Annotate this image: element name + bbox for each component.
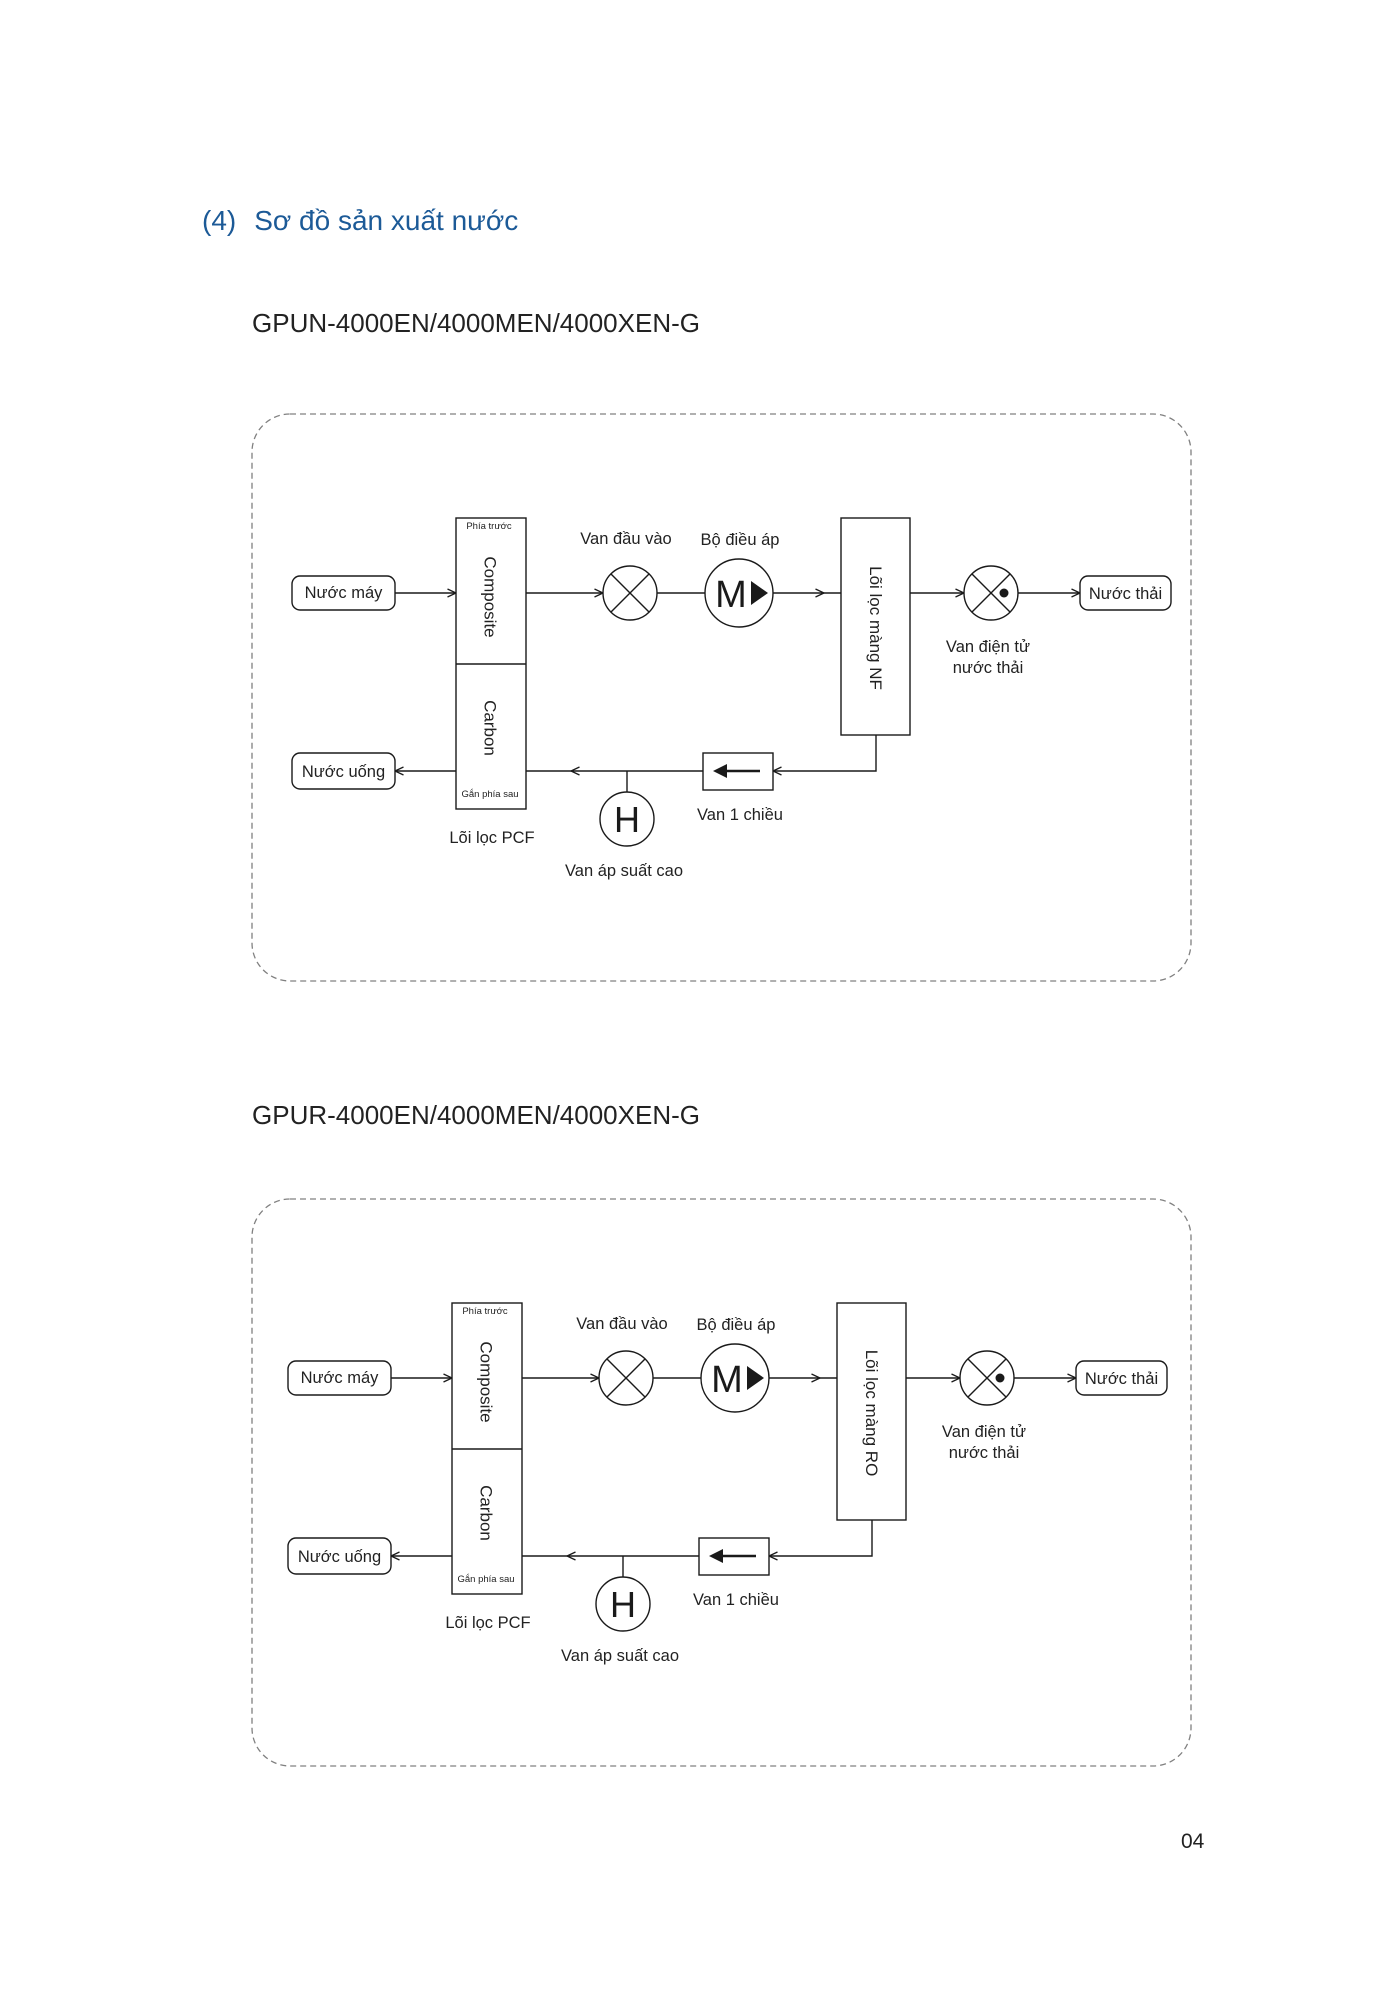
tap-water-label: Nước máy bbox=[305, 584, 384, 602]
inlet-valve-label: Van đầu vào bbox=[580, 530, 671, 548]
waste-water-box: Nước thải bbox=[1075, 1360, 1168, 1396]
flow-line-membrane-to-check-valve bbox=[769, 1520, 873, 1556]
waste-valve-label-line2: nước thải bbox=[949, 1444, 1019, 1462]
high-pressure-valve-label: Van áp suất cao bbox=[561, 1647, 679, 1665]
waste-water-label: Nước thải bbox=[1085, 1370, 1158, 1388]
pressure-regulator-icon: M bbox=[700, 1343, 770, 1413]
check-valve-icon bbox=[698, 1537, 770, 1576]
waste-valve-label-line1: Van điện tử bbox=[946, 638, 1030, 656]
membrane-label: Lõi lọc màng RO bbox=[862, 1350, 881, 1477]
pcf-back-label: Gắn phía sau bbox=[461, 789, 518, 800]
drinking-water-label: Nước uống bbox=[302, 763, 385, 781]
drinking-water-label: Nước uống bbox=[298, 1548, 381, 1566]
pcf-name-label: Lõi lọc PCF bbox=[449, 829, 534, 847]
section-number: (4) bbox=[202, 205, 237, 236]
pump-symbol-letter: M bbox=[715, 574, 747, 616]
membrane-cartridge: Lõi lọc màng RO bbox=[836, 1302, 907, 1521]
waste-water-label: Nước thải bbox=[1089, 585, 1162, 603]
pcf-front-label: Phía trước bbox=[466, 521, 512, 532]
model-title-gpun: GPUN-4000EN/4000MEN/4000XEN-G bbox=[252, 308, 700, 338]
flow-line-membrane-to-check-valve bbox=[773, 735, 877, 771]
waste-solenoid-valve-icon bbox=[963, 565, 1019, 621]
waste-valve-label-line2: nước thải bbox=[953, 659, 1023, 677]
diagram-body: Nước máy Phía trước Composite Carbon Gắn… bbox=[287, 1302, 1168, 1665]
pcf-composite-label: Composite bbox=[481, 556, 500, 637]
high-pressure-valve-icon: H bbox=[599, 791, 655, 847]
high-pressure-symbol-letter: H bbox=[614, 799, 640, 840]
check-valve-label: Van 1 chiều bbox=[693, 1591, 779, 1609]
flow-diagram-gpun: Nước máy Phía trước Composite Carbon Gắn… bbox=[251, 413, 1192, 982]
diagram-frame bbox=[251, 1198, 1192, 1767]
pcf-name-label: Lõi lọc PCF bbox=[445, 1614, 530, 1632]
inlet-valve-icon bbox=[602, 565, 658, 621]
pcf-carbon-label: Carbon bbox=[477, 1485, 496, 1541]
tap-water-box: Nước máy bbox=[287, 1360, 392, 1396]
pressure-regulator-icon: M bbox=[704, 558, 774, 628]
page-number: 04 bbox=[1181, 1830, 1205, 1853]
pcf-back-label: Gắn phía sau bbox=[457, 1574, 514, 1585]
membrane-label: Lõi lọc màng NF bbox=[866, 566, 885, 690]
pcf-front-label: Phía trước bbox=[462, 1306, 508, 1317]
check-valve-label: Van 1 chiều bbox=[697, 806, 783, 824]
pump-symbol-letter: M bbox=[711, 1359, 743, 1401]
pcf-carbon-label: Carbon bbox=[481, 700, 500, 756]
pcf-composite-label: Composite bbox=[477, 1341, 496, 1422]
section-heading: (4) Sơ đồ sản xuất nước bbox=[202, 204, 518, 238]
high-pressure-symbol-letter: H bbox=[610, 1584, 636, 1625]
tap-water-label: Nước máy bbox=[301, 1369, 380, 1387]
pcf-filter-cartridge: Phía trước Composite Carbon Gắn phía sau bbox=[451, 1302, 523, 1595]
waste-water-box: Nước thải bbox=[1079, 575, 1172, 611]
pressure-regulator-label: Bộ điều áp bbox=[701, 531, 780, 549]
section-title: Sơ đồ sản xuất nước bbox=[254, 205, 519, 236]
diagram-frame bbox=[251, 413, 1192, 982]
high-pressure-valve-icon: H bbox=[595, 1576, 651, 1632]
flow-diagram-gpur: Nước máy Phía trước Composite Carbon Gắn… bbox=[251, 1198, 1192, 1767]
model-title-gpur: GPUR-4000EN/4000MEN/4000XEN-G bbox=[252, 1100, 700, 1130]
waste-valve-label-line1: Van điện tử bbox=[942, 1423, 1026, 1441]
check-valve-icon bbox=[702, 752, 774, 791]
drinking-water-box: Nước uống bbox=[287, 1537, 392, 1575]
high-pressure-valve-label: Van áp suất cao bbox=[565, 862, 683, 880]
waste-solenoid-valve-icon bbox=[959, 1350, 1015, 1406]
pump-triangle-icon bbox=[751, 581, 768, 605]
pcf-filter-cartridge: Phía trước Composite Carbon Gắn phía sau bbox=[455, 517, 527, 810]
pressure-regulator-label: Bộ điều áp bbox=[697, 1316, 776, 1334]
inlet-valve-icon bbox=[598, 1350, 654, 1406]
drinking-water-box: Nước uống bbox=[291, 752, 396, 790]
inlet-valve-label: Van đầu vào bbox=[576, 1315, 667, 1333]
pump-triangle-icon bbox=[747, 1366, 764, 1390]
diagram-body: Nước máy Phía trước Composite Carbon Gắn… bbox=[291, 517, 1172, 880]
membrane-cartridge: Lõi lọc màng NF bbox=[840, 517, 911, 736]
tap-water-box: Nước máy bbox=[291, 575, 396, 611]
